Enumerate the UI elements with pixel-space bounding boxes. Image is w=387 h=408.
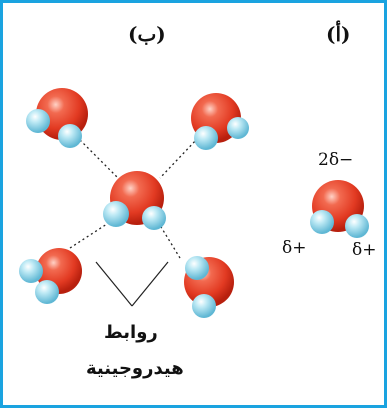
water-molecule-top-left <box>26 88 88 148</box>
water-molecule-center <box>103 171 166 230</box>
panel-b-label: (ب) <box>128 22 166 46</box>
bond-pointer-lines <box>95 261 169 307</box>
hydrogen-bond-lines <box>69 137 199 259</box>
hbond-bottom-right <box>157 221 181 259</box>
hydrogen-bonds-label-line1: روابط <box>104 322 158 343</box>
water-molecule-top-right <box>191 93 249 150</box>
partial-positive-charge-left: δ+ <box>282 238 307 258</box>
water-molecule-bottom-left <box>19 248 82 304</box>
hbond-top-right <box>159 137 199 179</box>
partial-positive-charge-right: δ+ <box>352 240 377 260</box>
water-molecule-bottom-right <box>184 256 234 318</box>
hbond-top-left <box>79 139 121 181</box>
hydrogen-bonds-label-line2: هيدروجينية <box>86 358 184 379</box>
hbond-bottom-left <box>69 221 111 249</box>
water-molecule-single <box>310 180 369 238</box>
partial-negative-charge: 2δ− <box>318 150 354 170</box>
panel-a-label: (أ) <box>326 22 351 46</box>
